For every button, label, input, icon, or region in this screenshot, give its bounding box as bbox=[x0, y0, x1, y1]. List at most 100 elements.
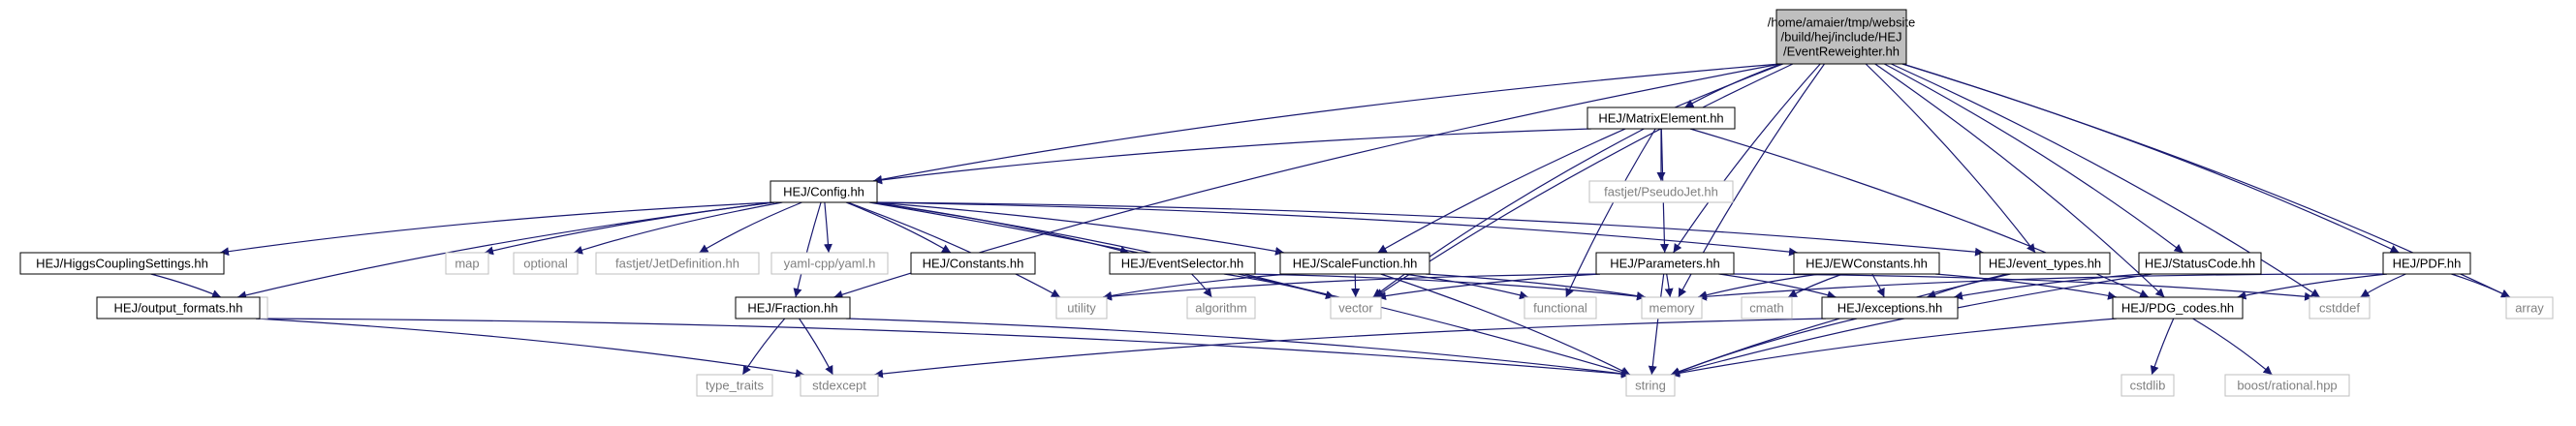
edge-eventselector-to-vector bbox=[1223, 273, 1335, 299]
node-config-box bbox=[770, 180, 878, 203]
edge-matrixelement-to-functional bbox=[1565, 128, 1656, 298]
nodes-layer: /home/amaier/tmp/website/build/hej/inclu… bbox=[19, 9, 2554, 397]
node-pdgcodes[interactable]: HEJ/PDG_codes.hh bbox=[2112, 296, 2244, 320]
node-higgs[interactable]: HEJ/HiggsCouplingSettings.hh bbox=[19, 252, 225, 275]
node-exceptions[interactable]: HEJ/exceptions.hh bbox=[1821, 296, 1959, 320]
node-cstddef-box bbox=[2309, 296, 2371, 320]
edge-scalefunction-to-string bbox=[1380, 273, 1631, 376]
node-typetraits: type_traits bbox=[696, 374, 773, 397]
edge-config-to-jetdef bbox=[699, 201, 802, 254]
node-array-label: array bbox=[2515, 301, 2544, 316]
edge-config-to-higgs bbox=[219, 201, 775, 257]
node-algorithm: algorithm bbox=[1186, 296, 1256, 320]
node-eventselector-box bbox=[1109, 252, 1256, 275]
node-higgs-box bbox=[19, 252, 225, 275]
edge-matrixelement-to-config bbox=[872, 128, 1592, 185]
edge-parameters-to-utility bbox=[1102, 273, 1601, 301]
edge-ewconstants-to-pdgcodes bbox=[1934, 273, 2118, 300]
node-map-label: map bbox=[455, 257, 479, 271]
node-ewconstants[interactable]: HEJ/EWConstants.hh bbox=[1793, 252, 1940, 275]
node-fraction[interactable]: HEJ/Fraction.hh bbox=[735, 296, 851, 320]
node-pdf[interactable]: HEJ/PDF.hh bbox=[2382, 252, 2471, 275]
node-statuscode-label: HEJ/StatusCode.hh bbox=[2145, 257, 2255, 271]
edge-root-to-pdf bbox=[1901, 63, 2400, 254]
node-eventtypes[interactable]: HEJ/event_types.hh bbox=[1979, 252, 2111, 275]
edge-pdf-to-pdgcodes bbox=[2237, 273, 2388, 300]
edge-parameters-to-cstddef bbox=[1729, 273, 2314, 301]
node-scalefunction[interactable]: HEJ/ScaleFunction.hh bbox=[1279, 252, 1430, 275]
node-parameters-label: HEJ/Parameters.hh bbox=[1610, 257, 1719, 271]
node-parameters[interactable]: HEJ/Parameters.hh bbox=[1595, 252, 1735, 275]
node-constants[interactable]: HEJ/Constants.hh bbox=[910, 252, 1036, 275]
node-higgs-label: HEJ/HiggsCouplingSettings.hh bbox=[36, 257, 208, 271]
edge-parameters-to-memory bbox=[1664, 273, 1674, 298]
node-string-label: string bbox=[1635, 379, 1666, 393]
edge-scalefunction-to-memory bbox=[1425, 273, 1647, 301]
edge-fraction-to-typetraits bbox=[741, 318, 786, 376]
edge-config-to-yaml bbox=[823, 201, 832, 254]
edge-scalefunction-to-utility bbox=[1102, 273, 1290, 300]
node-eventselector[interactable]: HEJ/EventSelector.hh bbox=[1109, 252, 1256, 275]
node-root[interactable]: /home/amaier/tmp/website/build/hej/inclu… bbox=[1768, 9, 1915, 65]
edge-exceptions-to-string bbox=[1670, 318, 1858, 376]
node-rational-box bbox=[2224, 374, 2350, 397]
edge-exceptions-to-stdexcept bbox=[873, 318, 1827, 379]
node-scalefunction-box bbox=[1279, 252, 1430, 275]
edge-eventselector-to-algorithm bbox=[1191, 273, 1212, 298]
node-functional-box bbox=[1524, 296, 1597, 320]
edge-eventselector-to-memory bbox=[1250, 273, 1647, 301]
edge-config-to-scalefunction bbox=[872, 201, 1285, 256]
edge-config-to-optional bbox=[573, 201, 783, 255]
node-pdf-box bbox=[2382, 252, 2471, 275]
edge-root-to-eventtypes bbox=[1865, 63, 2036, 254]
node-scalefunction-label: HEJ/ScaleFunction.hh bbox=[1293, 257, 1418, 271]
node-config[interactable]: HEJ/Config.hh bbox=[770, 180, 878, 203]
node-root-label: /build/hej/include/HEJ bbox=[1780, 30, 1901, 45]
node-array-box bbox=[2505, 296, 2554, 320]
node-memory-box bbox=[1641, 296, 1703, 320]
node-pseudojet-box bbox=[1588, 180, 1734, 203]
node-vector-box bbox=[1330, 296, 1382, 320]
node-ewconstants-box bbox=[1793, 252, 1940, 275]
node-algorithm-label: algorithm bbox=[1195, 301, 1246, 316]
node-outputformats-box bbox=[96, 296, 261, 320]
node-rational-label: boost/rational.hpp bbox=[2237, 379, 2337, 393]
node-pseudojet: fastjet/PseudoJet.hh bbox=[1588, 180, 1734, 203]
node-statuscode-box bbox=[2138, 252, 2262, 275]
node-yaml-label: yaml-cpp/yaml.h bbox=[784, 257, 876, 271]
node-outputformats[interactable]: HEJ/output_formats.hh bbox=[96, 296, 261, 320]
node-typetraits-box bbox=[696, 374, 773, 397]
node-statuscode[interactable]: HEJ/StatusCode.hh bbox=[2138, 252, 2262, 275]
edge-pdgcodes-to-cstdlib bbox=[2150, 318, 2175, 376]
node-root-box bbox=[1775, 9, 1907, 65]
node-root-label: /home/amaier/tmp/website bbox=[1768, 15, 1915, 30]
node-exceptions-label: HEJ/exceptions.hh bbox=[1838, 301, 1942, 316]
edge-statuscode-to-string bbox=[1670, 273, 2152, 377]
node-typetraits-label: type_traits bbox=[706, 379, 764, 393]
node-matrixelement-label: HEJ/MatrixElement.hh bbox=[1598, 111, 1723, 126]
edge-config-to-constants bbox=[845, 201, 952, 254]
edge-outputformats-to-stdexcept bbox=[255, 318, 805, 379]
node-vector-label: vector bbox=[1338, 301, 1373, 316]
node-optional-box bbox=[513, 252, 579, 275]
edge-pdgcodes-to-string bbox=[1670, 318, 2118, 378]
node-eventselector-label: HEJ/EventSelector.hh bbox=[1121, 257, 1243, 271]
node-root-label: /EventReweighter.hh bbox=[1783, 45, 1900, 59]
node-eventtypes-box bbox=[1979, 252, 2111, 275]
node-fraction-box bbox=[735, 296, 851, 320]
edge-config-to-outputformats bbox=[236, 201, 775, 300]
node-utility-box bbox=[1055, 296, 1108, 320]
node-matrixelement[interactable]: HEJ/MatrixElement.hh bbox=[1586, 106, 1736, 130]
node-cstddef: cstddef bbox=[2309, 296, 2371, 320]
edge-fraction-to-stdexcept bbox=[799, 318, 833, 376]
node-map-box bbox=[445, 252, 489, 275]
edge-root-to-config bbox=[872, 63, 1781, 184]
edge-scalefunction-to-vector bbox=[1351, 273, 1361, 298]
edge-parameters-to-exceptions bbox=[1718, 273, 1837, 300]
node-fraction-label: HEJ/Fraction.hh bbox=[747, 301, 837, 316]
node-constants-label: HEJ/Constants.hh bbox=[923, 257, 1024, 271]
edge-statuscode-to-exceptions bbox=[1953, 273, 2144, 300]
edge-ewconstants-to-cmath bbox=[1787, 273, 1843, 298]
node-utility-label: utility bbox=[1067, 301, 1096, 316]
node-exceptions-box bbox=[1821, 296, 1959, 320]
